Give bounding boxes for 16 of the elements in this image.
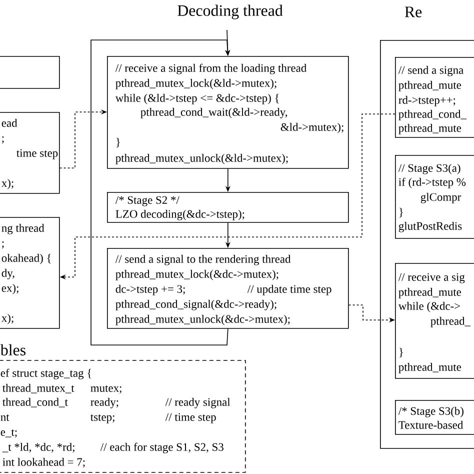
column-title: Decoding thread [178,4,283,20]
code-box: ead ; time step x); [0,112,60,194]
thread-frame [380,40,474,449]
code-box: /* Stage S2 */ LZO decoding(&dc->tstep); [107,192,349,223]
node-label: bles [0,344,26,356]
code-box: // Stage S3(a) if (rd->tstep % glCompr } glutPostRedis [395,155,474,239]
code-box: ng thread ; okahead) { dy, ex); x); [0,217,60,329]
column-title: Re [404,6,422,18]
code-box: // receive a signal from the loading thread pthread_mutex_lock(&ld->mutex); while (&ld->tstep <= &dc->tstep) { pthread_cond_wait(&ld->ready, &ld->mutex); } pthread_mutex_unlock(&ld->mutex); [107,56,349,169]
code-box: /* Stage S3(b) Texture-based [395,400,474,435]
code-box: // send a signa pthread_mute rd->tstep++; pthread_cond_ pthread_mute [395,57,474,138]
arrow [90,40,230,346]
code-box: // receive a sig pthread_mute while (&dc-> pthread_ } pthread_mute [395,263,474,379]
variables-box: bles ef struct stage_tag { thread_mutex_t mutex; thread_cond_t ready; // ready signal nt tstep; // time step e_t; _t *ld, *dc, *rd; // each for stage S1, S2, S3 int lookahead = 7; [0,344,246,473]
code-box: // send a signal to the rendering thread pthread_mutex_lock(&dc->mutex); dc->tstep += 3; // update time step pthread_cond_signal(&dc->ready); pthread_mutex_unlock(&dc->mutex); [107,248,349,329]
code-box [0,56,60,89]
